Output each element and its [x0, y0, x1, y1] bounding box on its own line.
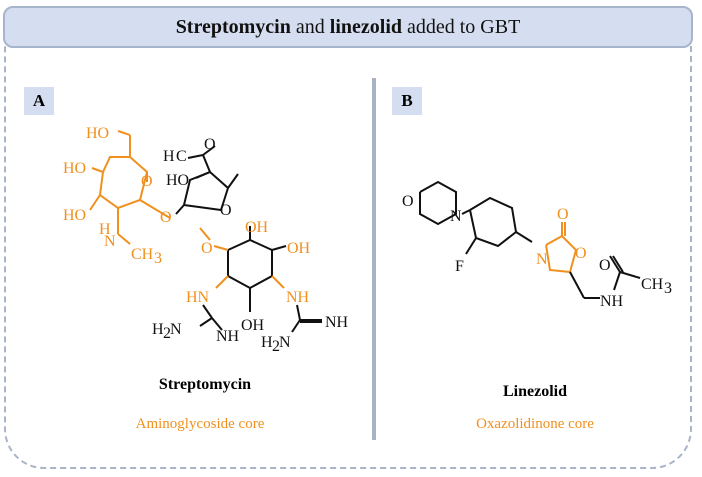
svg-text:O: O — [204, 136, 216, 153]
title-rest: added to GBT — [402, 15, 521, 38]
svg-text:OH: OH — [241, 317, 265, 334]
oxazolidinone-ring — [545, 222, 578, 274]
svg-text:F: F — [455, 258, 464, 275]
svg-text:N: N — [450, 208, 462, 225]
aminoglycoside-core-label: Aminoglycoside core — [135, 416, 265, 432]
svg-text:C: C — [176, 148, 187, 165]
svg-text:OH: OH — [245, 219, 269, 236]
figure-title: Streptomycin and linezolid added to GBT — [3, 6, 693, 48]
streptidine-amine-bonds — [213, 245, 285, 289]
glucosamine-labels: HO HO HO O N H CH 3 O — [63, 125, 172, 267]
svg-text:H: H — [152, 321, 164, 338]
linezolid-caption: Linezolid — [502, 383, 567, 400]
svg-text:H: H — [163, 148, 175, 165]
svg-text:3: 3 — [664, 280, 672, 297]
acetamide-chain — [569, 255, 641, 299]
svg-text:O: O — [201, 240, 213, 257]
svg-text:CH: CH — [641, 276, 664, 293]
acetamide-labels: O NH CH 3 — [599, 257, 672, 310]
svg-text:O: O — [599, 257, 611, 274]
oxazolidinone-core-label: Oxazolidinone core — [476, 416, 594, 432]
streptomycin-caption: Streptomycin — [158, 376, 252, 393]
svg-text:2: 2 — [163, 325, 171, 342]
svg-text:H: H — [261, 334, 273, 351]
svg-text:3: 3 — [154, 250, 162, 267]
svg-text:O: O — [160, 209, 172, 226]
svg-text:N: N — [170, 321, 182, 338]
morpholine-ring — [419, 180, 457, 226]
panel-frame — [4, 22, 692, 469]
svg-text:HO: HO — [86, 125, 109, 142]
linezolid-structure: O N F N O O O — [402, 180, 672, 310]
panel-divider — [372, 78, 376, 440]
svg-text:O: O — [575, 245, 587, 262]
svg-text:HN: HN — [186, 289, 210, 306]
svg-text:OH: OH — [287, 240, 311, 257]
svg-text:NH: NH — [325, 314, 349, 331]
svg-text:2: 2 — [272, 338, 280, 355]
phenyl-labels: F — [455, 258, 464, 275]
morpholine-labels: O N — [402, 193, 462, 225]
guanidine-bonds — [199, 304, 322, 333]
svg-text:O: O — [141, 173, 153, 190]
title-streptomycin: Streptomycin — [175, 15, 291, 38]
glycosidic-link — [199, 227, 211, 241]
streptidine-orange-labels: O OH OH HN NH — [186, 219, 311, 306]
svg-text:N: N — [279, 334, 291, 351]
streptose-labels: H C O HO O — [163, 136, 232, 219]
panel-label-b: B — [392, 87, 422, 115]
title-linezolid: linezolid — [329, 15, 402, 38]
oxazolidinone-labels: N O O — [536, 206, 587, 268]
svg-text:HO: HO — [166, 172, 189, 189]
svg-text:N: N — [104, 233, 116, 250]
svg-text:HO: HO — [63, 207, 86, 224]
svg-text:H: H — [99, 221, 111, 238]
svg-text:NH: NH — [600, 293, 624, 310]
streptose-ring — [175, 145, 239, 215]
svg-text:O: O — [220, 202, 232, 219]
fluorophenyl-ring — [461, 196, 533, 255]
panel-label-a: A — [24, 87, 54, 115]
guanidine-labels: H 2 N NH OH NH H 2 N — [152, 314, 349, 355]
title-and: and — [290, 15, 330, 38]
svg-text:O: O — [557, 206, 569, 223]
streptidine-ring — [227, 226, 287, 312]
svg-text:CH: CH — [131, 246, 154, 263]
svg-text:O: O — [402, 193, 414, 210]
svg-text:NH: NH — [216, 328, 240, 345]
streptomycin-structure: HO HO HO O N H CH 3 O H C O HO O — [63, 125, 349, 355]
svg-text:HO: HO — [63, 160, 86, 177]
svg-text:N: N — [536, 251, 548, 268]
glucosamine-ring — [89, 130, 171, 245]
svg-text:NH: NH — [286, 289, 310, 306]
